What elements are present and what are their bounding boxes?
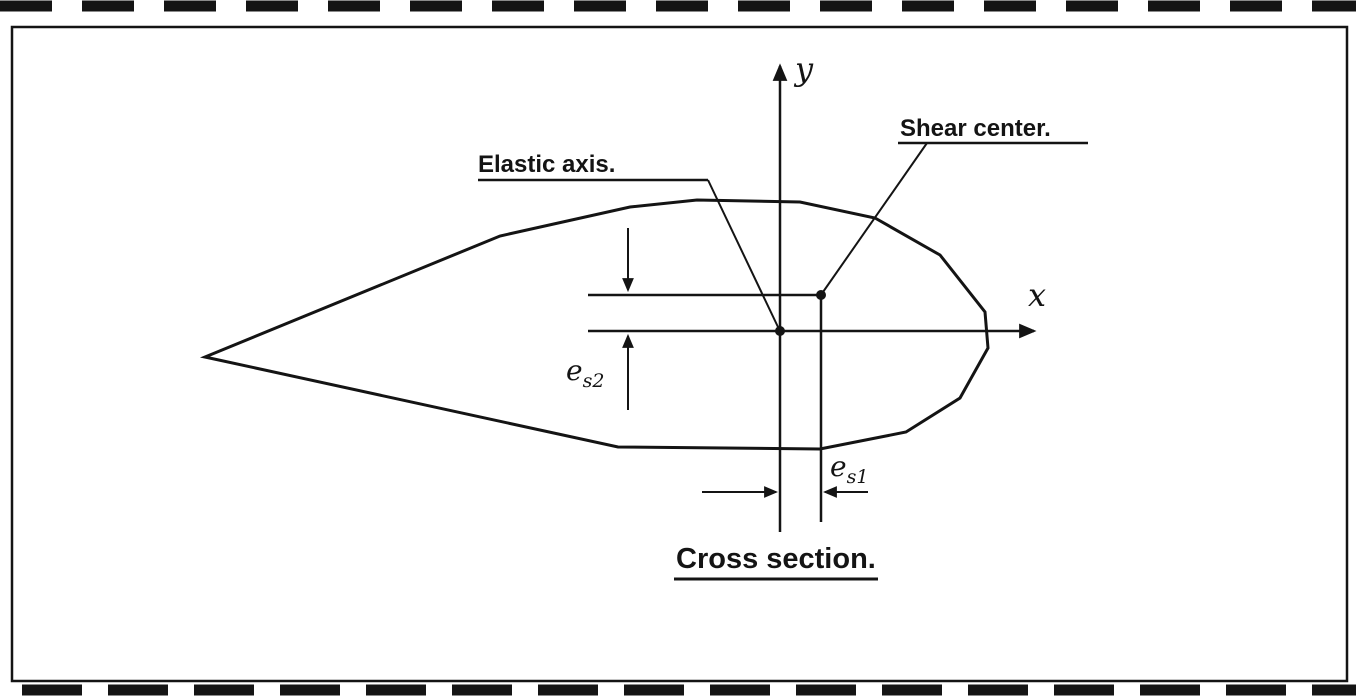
y-axis-label: y [793, 50, 814, 88]
es1-subscript: s1 [847, 466, 869, 488]
es1-dimension-label: es1 [830, 450, 868, 488]
airfoil-outline [199, 198, 990, 451]
elastic-axis-leader-line [707, 179, 779, 328]
shear-center-label: Shear center. [900, 115, 1051, 142]
elastic-axis-label: Elastic axis. [478, 151, 615, 178]
shear-center-leader-line [822, 142, 928, 293]
es2-subscript: s2 [583, 370, 605, 392]
elastic-axis-dot [775, 326, 785, 336]
x-axis-label: x [1028, 276, 1046, 314]
cross-section-title: Cross section. [676, 543, 876, 575]
figure-border [10, 25, 1349, 683]
es2-dimension-label: es2 [566, 354, 604, 392]
shear-center-dot [816, 290, 826, 300]
